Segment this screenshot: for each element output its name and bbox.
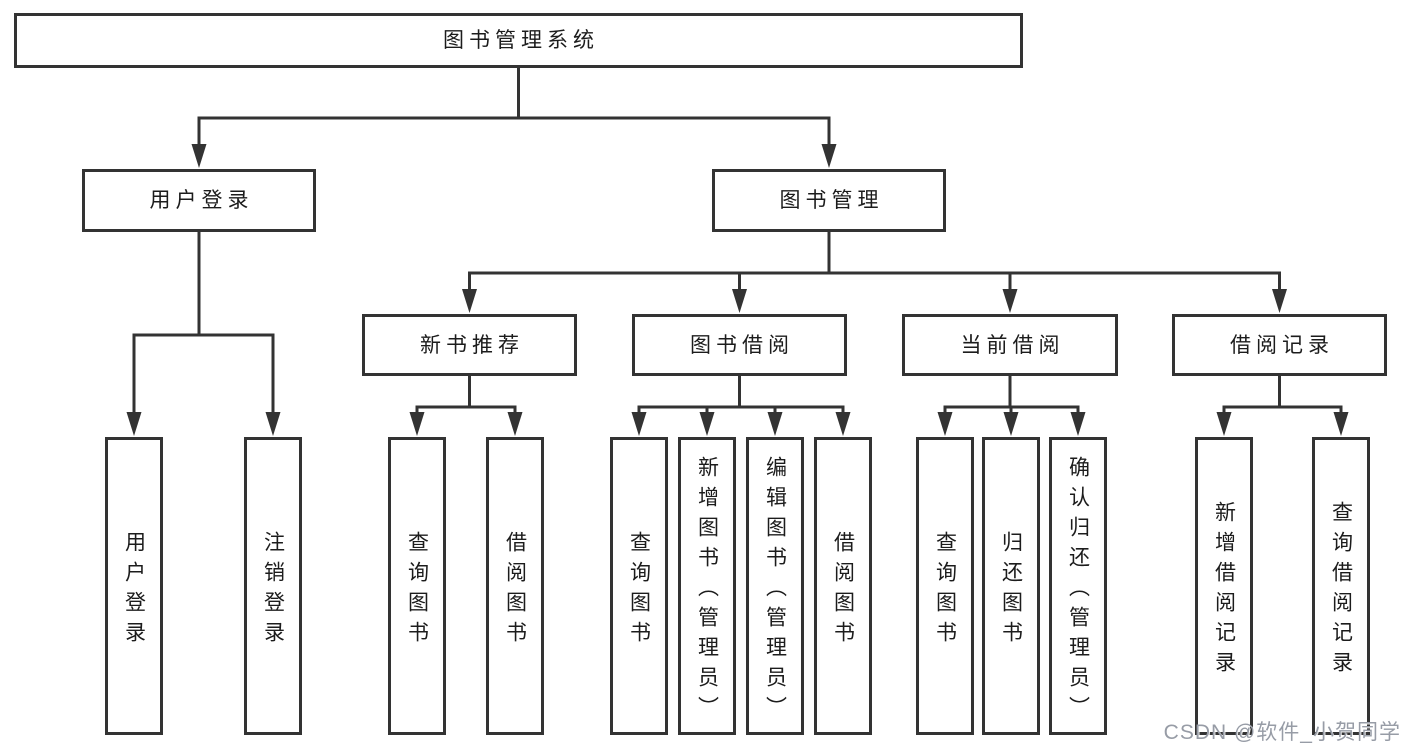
node-cur-query: 查询图书 bbox=[916, 437, 974, 735]
node-book-mgmt: 图书管理 bbox=[712, 169, 946, 232]
node-cur-return: 归还图书 bbox=[982, 437, 1040, 735]
node-bw-borrow: 借阅图书 bbox=[814, 437, 872, 735]
node-bw-add: 新增图书（管理员） bbox=[678, 437, 736, 735]
node-borrow: 图书借阅 bbox=[632, 314, 847, 376]
node-rec-query: 查询借阅记录 bbox=[1312, 437, 1370, 735]
node-login-leaf: 用户登录 bbox=[105, 437, 163, 735]
node-new-book: 新书推荐 bbox=[362, 314, 577, 376]
node-current: 当前借阅 bbox=[902, 314, 1118, 376]
node-rec-add: 新增借阅记录 bbox=[1195, 437, 1253, 735]
node-root: 图书管理系统 bbox=[14, 13, 1023, 68]
node-nb-query: 查询图书 bbox=[388, 437, 446, 735]
node-records: 借阅记录 bbox=[1172, 314, 1387, 376]
watermark: CSDN @软件_小贺同学 bbox=[1163, 721, 1401, 744]
node-bw-edit: 编辑图书（管理员） bbox=[746, 437, 804, 735]
node-user-login: 用户登录 bbox=[82, 169, 316, 232]
node-cur-confirm: 确认归还（管理员） bbox=[1049, 437, 1107, 735]
node-nb-borrow: 借阅图书 bbox=[486, 437, 544, 735]
node-bw-query: 查询图书 bbox=[610, 437, 668, 735]
node-logout-leaf: 注销登录 bbox=[244, 437, 302, 735]
